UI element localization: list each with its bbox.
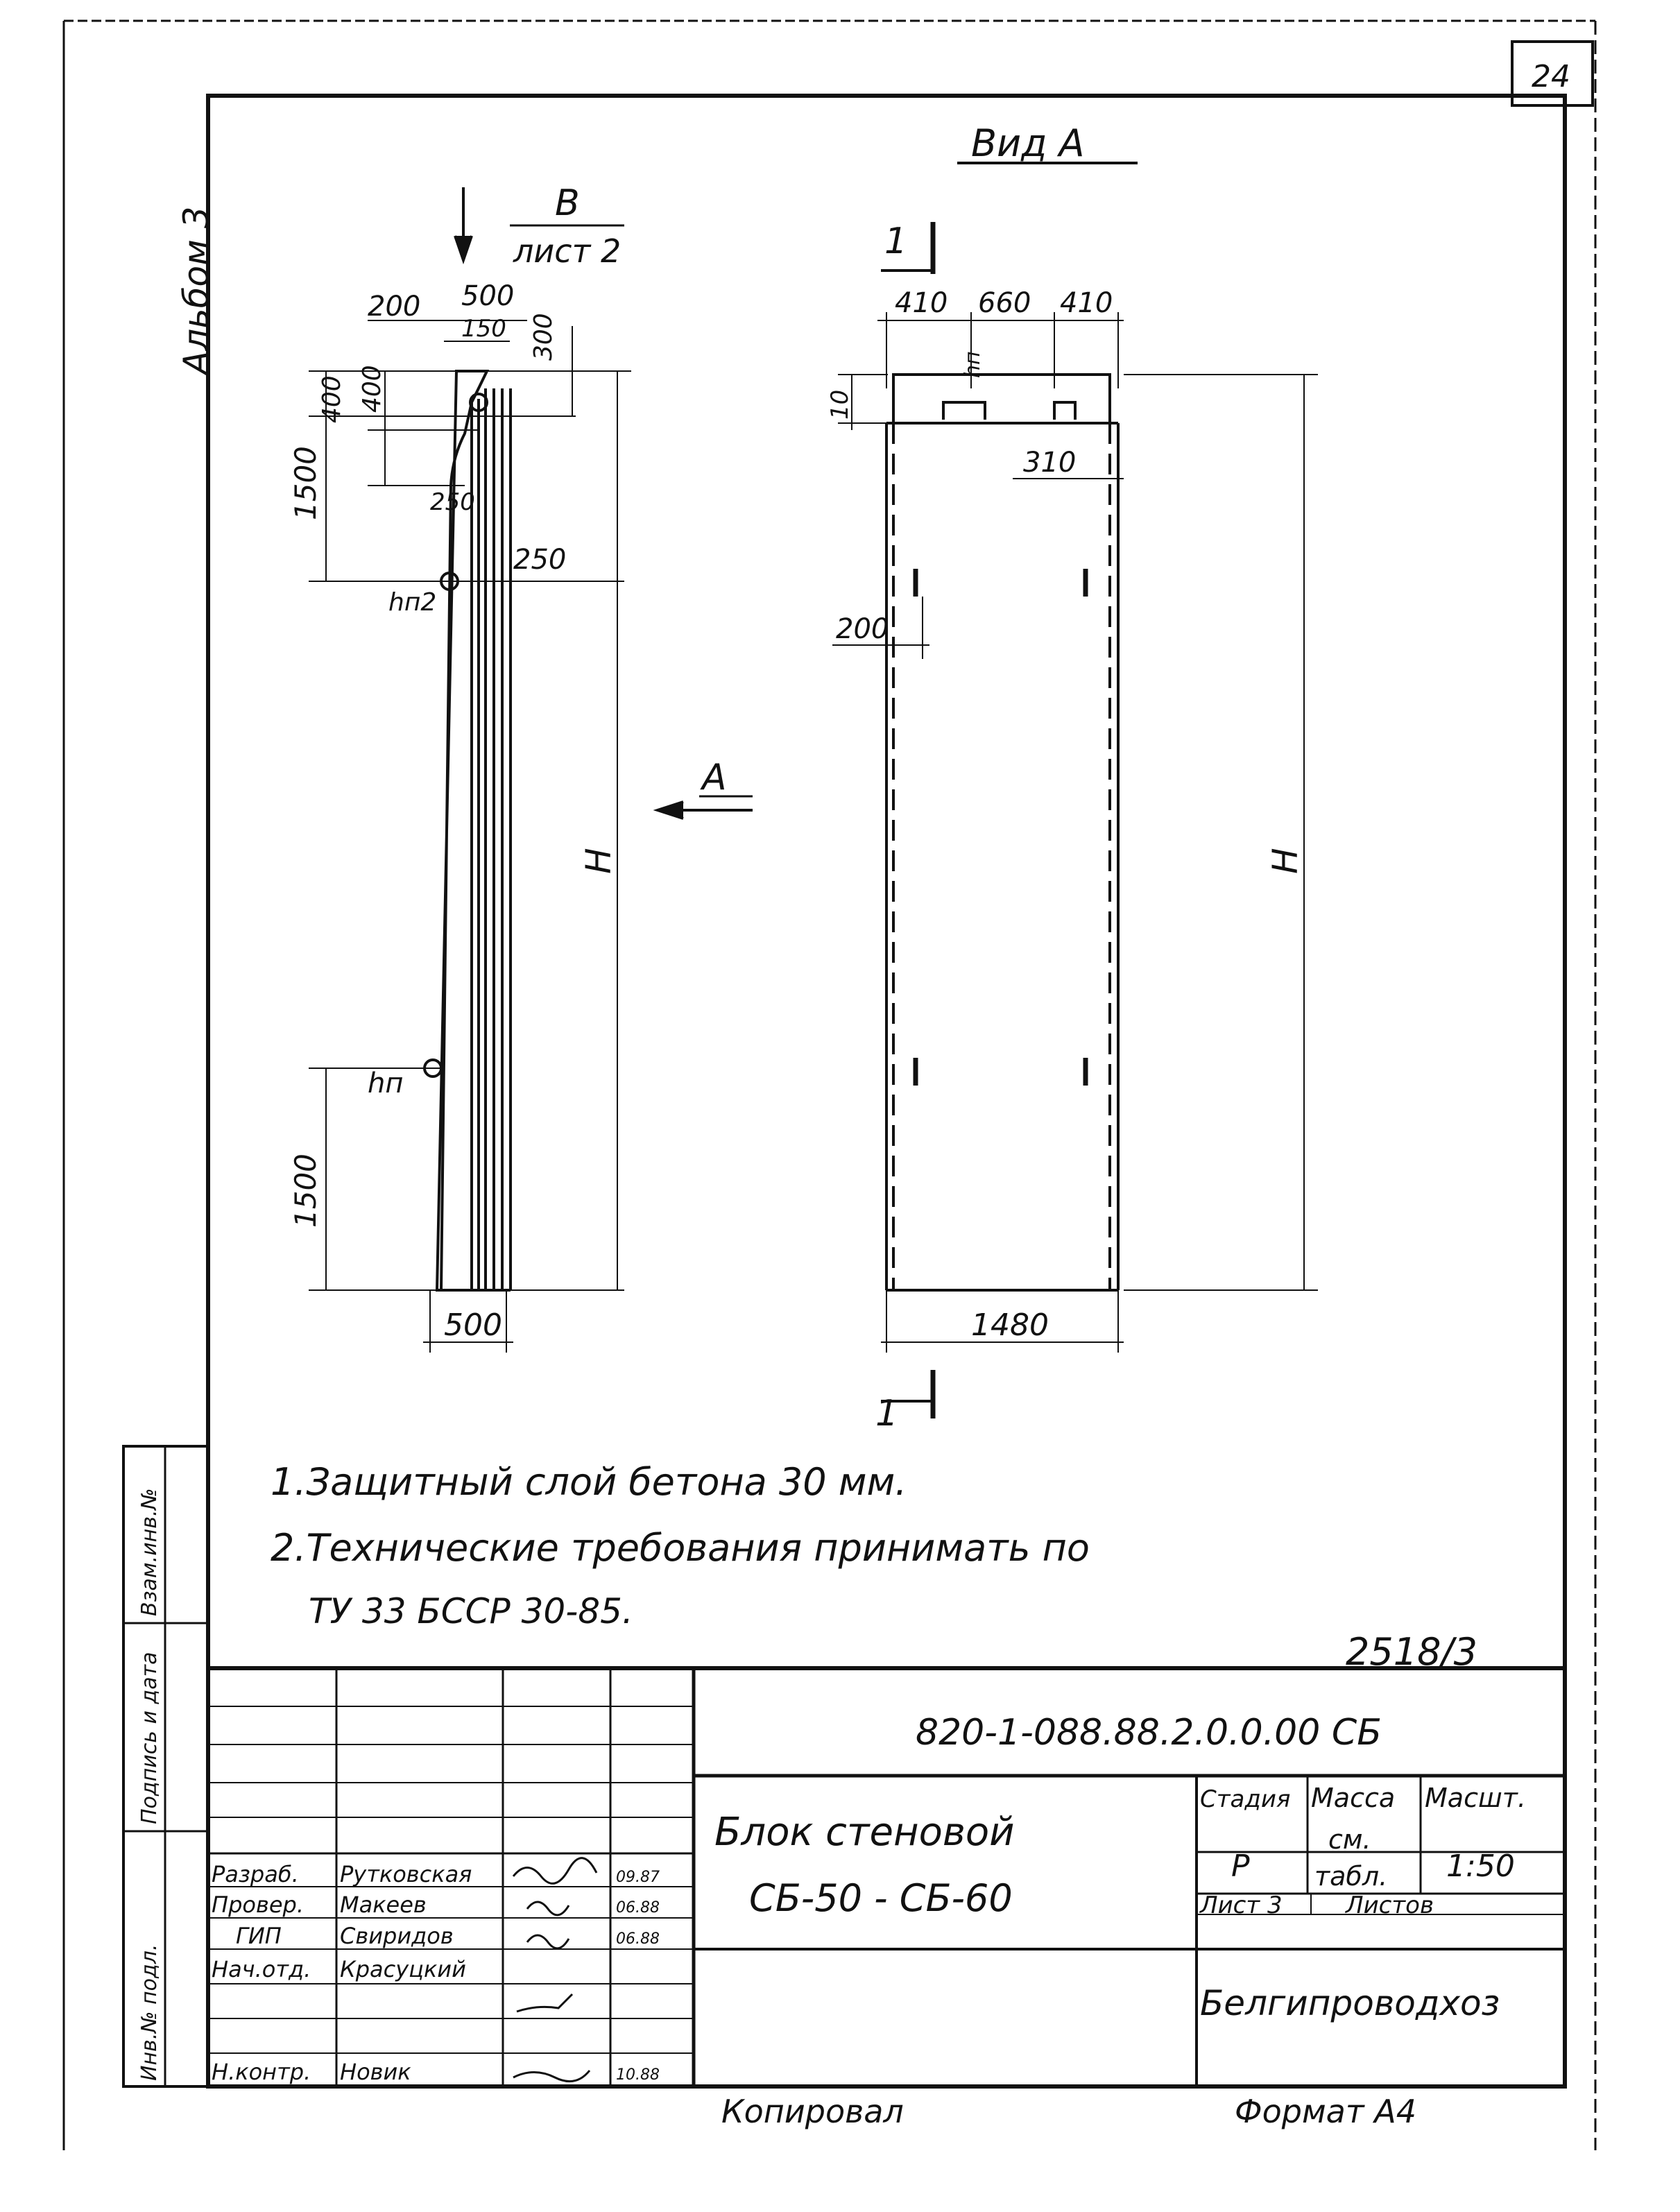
mass-value-2: табл. [1314, 1861, 1387, 1892]
section-ref-letter: В [555, 182, 580, 224]
dim-label: 250 [430, 488, 475, 516]
section-mark-top: 1 [884, 221, 907, 262]
stamp-inv-number: Инв.№ подл. [137, 1944, 162, 2081]
dim-label: 200 [368, 291, 420, 323]
scale-value: 1:50 [1446, 1849, 1515, 1884]
dim-label: 300 [529, 313, 558, 361]
role-label: Нач.отд. [212, 1956, 311, 1982]
dim-label: 1500 [289, 1154, 323, 1228]
side-view [309, 187, 631, 1353]
person-name: Свиридов [340, 1923, 454, 1949]
note-2: 2.Технические требования принимать по [271, 1526, 1090, 1570]
organization: Белгипроводхоз [1200, 1983, 1500, 2023]
stamp-replacement-inv: Взам.инв.№ [137, 1488, 162, 1616]
footer-copied: Копировал [721, 2093, 904, 2130]
role-label: ГИП [236, 1923, 282, 1949]
note-3: ТУ 33 БССР 30-85. [309, 1591, 633, 1631]
sign-date: 06.88 [616, 1899, 660, 1917]
mass-header: Масса [1311, 1783, 1395, 1813]
role-label: Провер. [212, 1892, 304, 1918]
dim-label: 400 [358, 365, 386, 413]
mass-value-1: см. [1328, 1824, 1371, 1855]
dim-label: 250 [513, 544, 566, 576]
sign-date: 10.88 [616, 2066, 660, 2084]
dim-label: 400 [318, 375, 346, 423]
dim-label: hп [961, 351, 985, 378]
dim-label: 500 [444, 1308, 502, 1343]
person-name: Новик [340, 2059, 411, 2085]
stage-header: Стадия [1200, 1785, 1290, 1813]
dim-label: 10 [826, 390, 854, 420]
dim-label: 1480 [971, 1308, 1049, 1343]
title-line-1: Блок стеновой [714, 1810, 1015, 1855]
page-number-box [1511, 40, 1594, 107]
sign-date: 06.88 [616, 1930, 660, 1948]
section-mark-bottom: 1 [875, 1393, 898, 1434]
dim-label: 500 [461, 280, 514, 312]
front-view [832, 222, 1318, 1418]
view-arrow-a [653, 800, 753, 820]
person-name: Красуцкий [340, 1956, 466, 1982]
view-arrow-label: А [700, 757, 727, 798]
signatures [512, 1857, 598, 2083]
title-block [206, 1666, 1567, 2089]
album-label: Альбом 3 [176, 207, 216, 377]
side-stamp [122, 1445, 209, 2088]
page-number: 24 [1532, 59, 1570, 94]
note-1: 1.Защитный слой бетона 30 мм. [271, 1460, 907, 1504]
dim-label: 200 [836, 613, 889, 645]
doc-code: 820-1-088.88.2.0.0.00 СБ [916, 1712, 1382, 1754]
role-label: Н.контр. [212, 2059, 311, 2085]
sign-date: 09.87 [616, 1869, 660, 1886]
view-title: Вид А [971, 121, 1085, 165]
stage-value: Р [1231, 1849, 1250, 1884]
dim-label: 660 [978, 287, 1031, 319]
sheets-label: Листов [1344, 1892, 1434, 1919]
person-name: Макеев [340, 1892, 427, 1918]
title-line-2: СБ-50 - СБ-60 [749, 1876, 1013, 1920]
dim-label: 1500 [289, 446, 323, 520]
dim-label: 410 [895, 287, 948, 319]
dim-label: hп2 [388, 588, 436, 617]
footer-format: Формат А4 [1235, 2093, 1416, 2130]
sheet-label: Лист 3 [1199, 1892, 1283, 1919]
dim-label: H [578, 848, 619, 874]
person-name: Рутковская [340, 1861, 472, 1887]
dim-label: 310 [1023, 447, 1076, 479]
scale-header: Масшт. [1425, 1783, 1526, 1813]
dim-label: 410 [1060, 287, 1113, 319]
dim-label: H [1265, 848, 1305, 874]
stamp-signature-date: Подпись и дата [137, 1652, 162, 1825]
dim-label: hп [368, 1068, 404, 1099]
section-ref-sheet: лист 2 [513, 232, 621, 270]
role-label: Разраб. [212, 1861, 299, 1887]
archive-number: 2518/3 [1346, 1630, 1477, 1674]
dim-label: 150 [461, 315, 506, 343]
